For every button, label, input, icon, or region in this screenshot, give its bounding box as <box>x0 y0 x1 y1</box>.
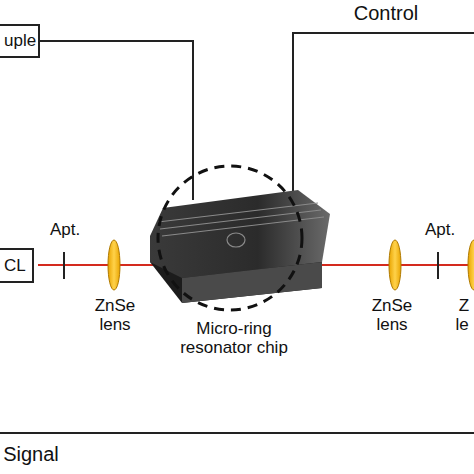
device-box: uple <box>0 24 40 58</box>
znse-lens <box>389 240 401 290</box>
device-name: uple <box>4 31 36 50</box>
aperture <box>63 252 65 279</box>
control-wire <box>293 33 474 196</box>
znse-lens <box>108 240 120 290</box>
signal-name: Signal <box>0 443 66 465</box>
device-box: CL <box>0 248 34 283</box>
chip-front <box>182 262 322 303</box>
part-name: Z <box>456 296 472 315</box>
micro-ring <box>227 233 245 247</box>
znse-lens <box>468 240 474 290</box>
thermocouple-wire <box>38 41 193 200</box>
highlight-circle <box>158 166 302 310</box>
part-name: ZnSe lens <box>90 296 140 334</box>
signal-wire <box>0 432 474 434</box>
aperture <box>437 252 439 279</box>
signal-name: Control <box>331 2 441 24</box>
part-name: Apt. <box>40 220 90 239</box>
device-name: CL <box>4 256 26 275</box>
part-name: Apt. <box>415 220 465 239</box>
waveguide <box>158 203 318 222</box>
part-name: ZnSe lens <box>367 296 417 334</box>
part-name: Micro-ring resonator chip <box>179 319 289 357</box>
part-name: le <box>452 315 472 334</box>
